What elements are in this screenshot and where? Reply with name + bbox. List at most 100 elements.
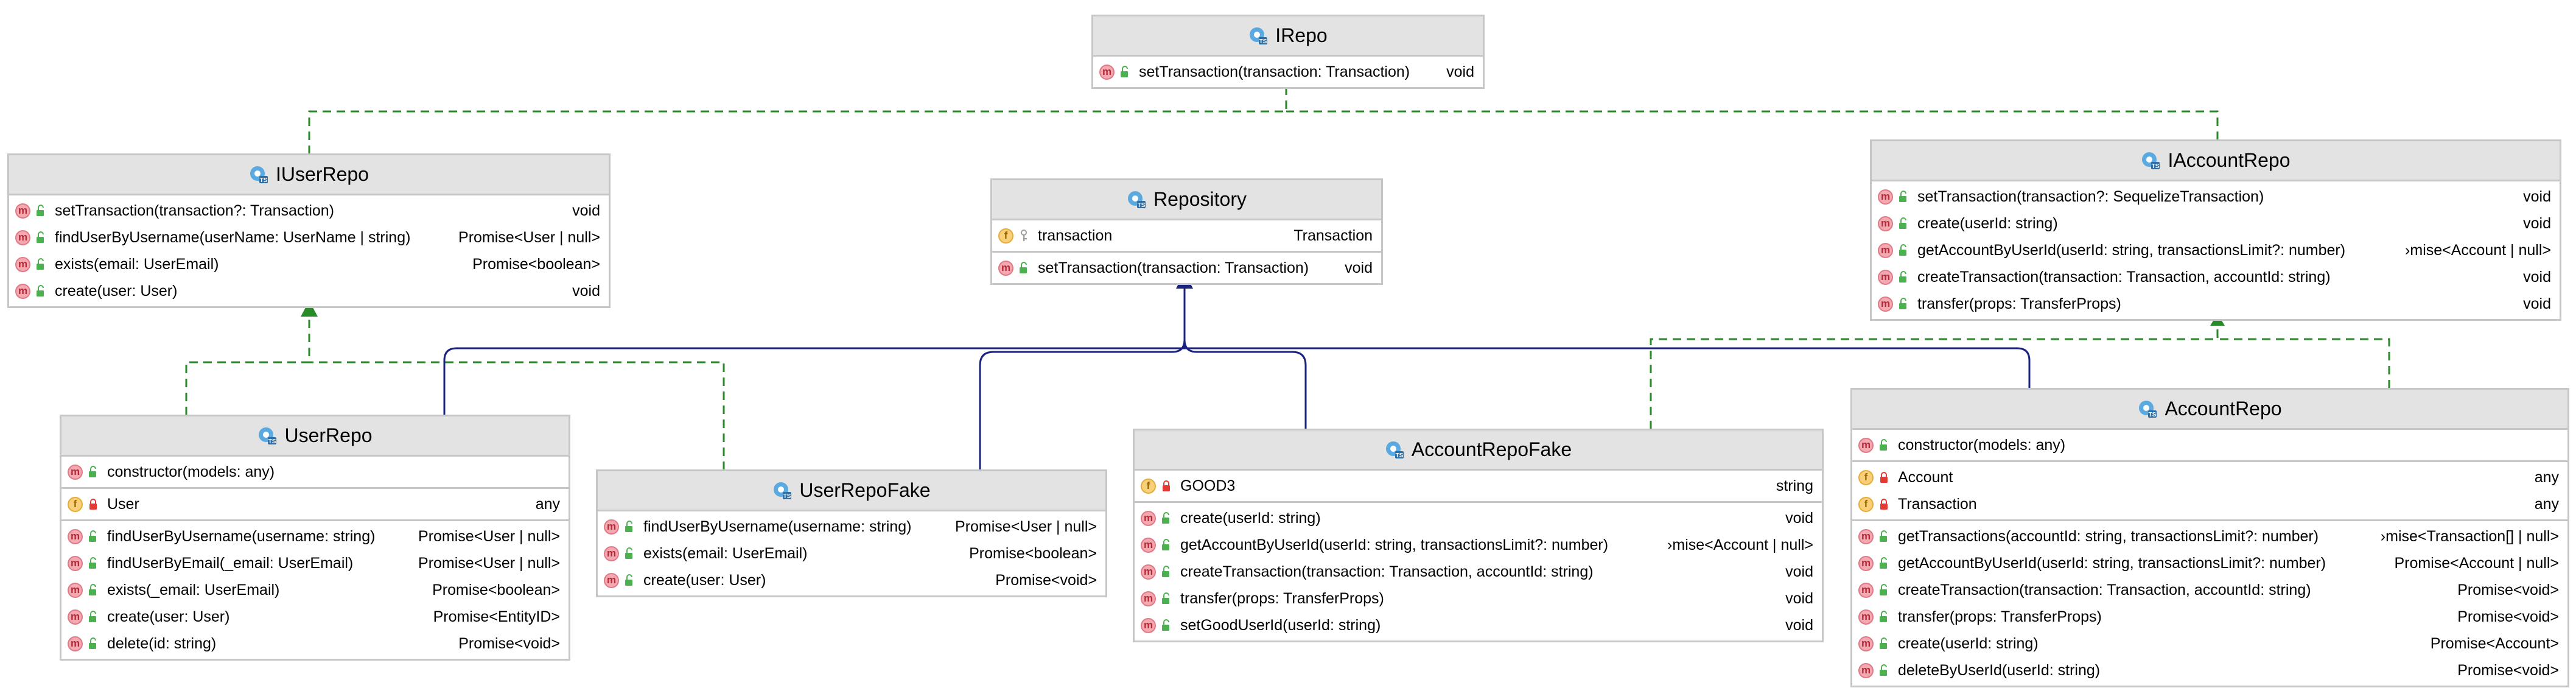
open-lock-icon: [1899, 191, 1906, 202]
method-badge-icon: m: [1858, 662, 1874, 678]
realization-userrepo-to-iuserrepo: [185, 317, 310, 415]
open-lock-icon: [1899, 271, 1906, 283]
method-badge-icon: m: [1141, 591, 1156, 606]
member-signature: delete(id: string): [107, 634, 217, 652]
open-lock-icon: [89, 530, 96, 542]
member-signature: getAccountByUserId(userId: string, trans…: [1917, 241, 2346, 259]
member-type: void: [1785, 563, 1813, 580]
method-row[interactable]: m createTransaction(transaction: Transact…: [1852, 577, 2567, 603]
member-type: Promise<boolean>: [432, 581, 560, 598]
lock-icon: [1880, 499, 1888, 510]
member-signature: createTransaction(transaction: Transacti…: [1898, 581, 2311, 598]
member-signature: create(user: User): [643, 571, 766, 589]
svg-text:TS: TS: [2149, 412, 2157, 418]
method-badge-icon: m: [1878, 269, 1893, 285]
method-badge-icon: m: [604, 572, 619, 588]
open-lock-icon: [1880, 530, 1887, 542]
open-lock-icon: [89, 584, 96, 595]
member-signature: Account: [1898, 468, 1953, 486]
member-type: Promise<EntityID>: [433, 608, 560, 625]
member-type: void: [1446, 63, 1474, 80]
method-badge-icon: m: [1858, 437, 1874, 453]
method-badge-icon: m: [1141, 510, 1156, 526]
class-name: IRepo: [1275, 24, 1328, 46]
method-badge-icon: m: [604, 546, 619, 561]
member-signature: create(userId: string): [1917, 214, 2058, 232]
method-badge-icon: m: [68, 609, 83, 625]
class-name: IUserRepo: [276, 163, 369, 185]
open-lock-icon: [1162, 592, 1169, 604]
member-type: void: [572, 282, 600, 300]
open-lock-icon: [1162, 512, 1169, 524]
member-type: void: [2523, 188, 2551, 205]
method-badge-icon: m: [1858, 582, 1874, 598]
member-type: Promise<User | null>: [418, 554, 560, 572]
member-type: Promise<Account>: [2430, 634, 2559, 652]
member-signature: setTransaction(transaction: Transaction): [1038, 259, 1309, 276]
field-badge-icon: f: [998, 228, 1013, 244]
interface-icon: TS: [2139, 400, 2157, 418]
method-badge-icon: m: [68, 528, 83, 544]
member-signature: User: [107, 495, 139, 513]
open-lock-icon: [625, 547, 632, 559]
